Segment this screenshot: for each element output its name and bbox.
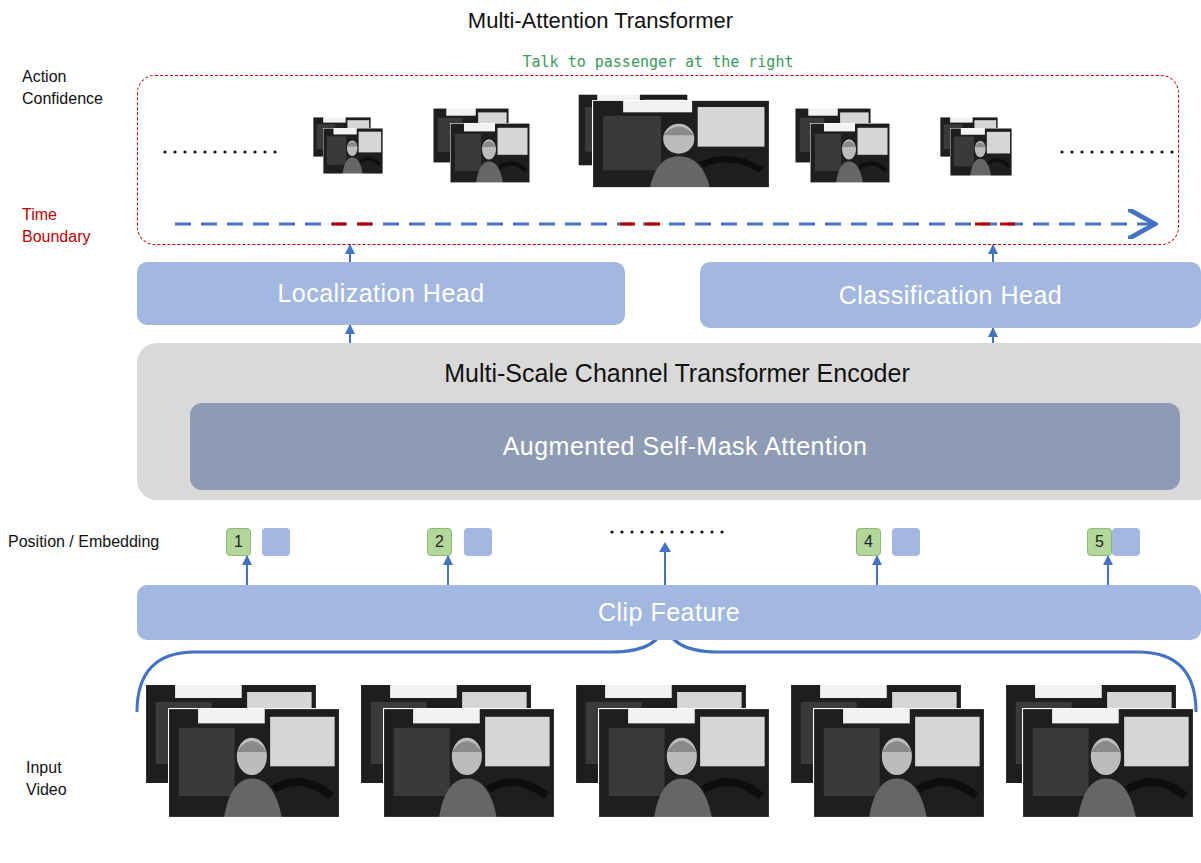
node-text: 5 (1095, 533, 1104, 551)
node-text: 4 (864, 533, 873, 551)
result-region: Talk to passenger at the right (137, 75, 1179, 245)
row-label: Position / Embedding (8, 531, 208, 553)
node-text: Clip Feature (598, 598, 740, 627)
position-number: 1 (226, 528, 251, 556)
row-label: Time Boundary (22, 204, 117, 248)
flow-arrow (349, 245, 351, 262)
position-number: 2 (427, 528, 452, 556)
flow-arrow (876, 556, 878, 585)
node-text: 2 (435, 533, 444, 551)
node-text: Talk to passenger at the right (138, 53, 1178, 71)
encoder-box: Multi-Scale Channel Transformer EncoderA… (137, 343, 1201, 500)
attention-box: Augmented Self-Mask Attention (190, 403, 1180, 490)
diagram-title: Multi-Attention Transformer (0, 8, 1201, 34)
position-number: 4 (856, 528, 881, 556)
row-label: Input Video (26, 757, 96, 801)
node-text: Augmented Self-Mask Attention (503, 432, 868, 461)
node-text: Classification Head (839, 281, 1063, 310)
flow-arrow (349, 325, 351, 343)
node-text: 1 (234, 533, 243, 551)
flow-arrow (1107, 556, 1109, 585)
flow-arrow (246, 556, 248, 585)
position-number: 5 (1087, 528, 1112, 556)
head-box: Classification Head (700, 262, 1201, 328)
head-box: Localization Head (137, 262, 625, 325)
flow-arrow (447, 556, 449, 585)
row-label: Action Confidence (22, 66, 117, 110)
node-text: Multi-Scale Channel Transformer Encoder (137, 359, 1201, 388)
node-text: Localization Head (277, 279, 484, 308)
flow-arrow (992, 328, 994, 343)
flow-arrow (992, 245, 994, 262)
feature-bar: Clip Feature (137, 585, 1201, 640)
